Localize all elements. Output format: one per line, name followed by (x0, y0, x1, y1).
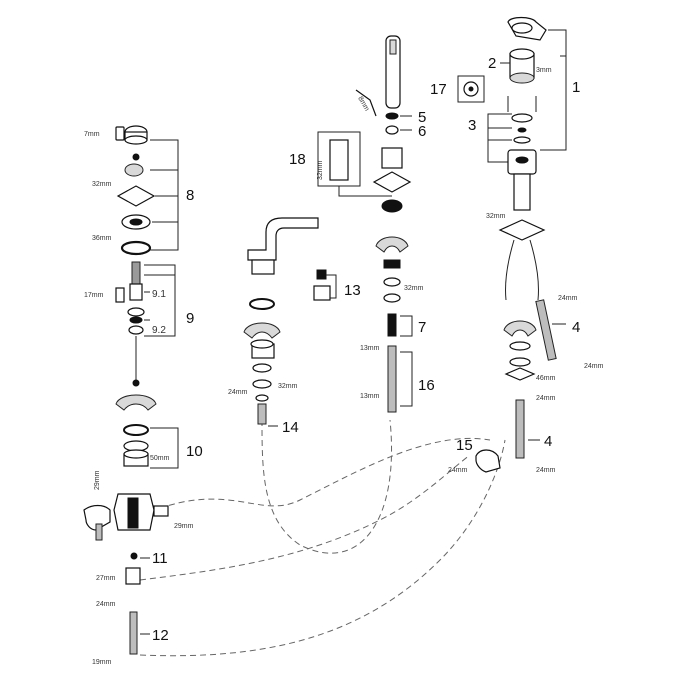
callout-4b: 4 (544, 433, 552, 450)
callout-9-1: 9.1 (152, 289, 166, 300)
tool-label: 32mm (404, 285, 424, 292)
callout-1: 1 (572, 79, 580, 96)
tool-label: 32mm (486, 213, 506, 220)
callout-3: 3 (468, 117, 476, 134)
tool-label: 24mm (558, 295, 578, 302)
tool-label: 24mm (448, 467, 468, 474)
tool-label: 13mm (360, 393, 380, 400)
callout-12: 12 (152, 627, 169, 644)
tool-label: 50mm (150, 455, 170, 462)
callout-9-2: 9.2 (152, 325, 166, 336)
callout-4a: 4 (572, 319, 580, 336)
tool-label: 24mm (536, 467, 556, 474)
tool-label: 29mm (174, 523, 194, 530)
tool-label: 27mm (96, 575, 116, 582)
spout-assembly: 13 24mm 32mm 14 (228, 217, 361, 436)
callout-14: 14 (282, 419, 299, 436)
callout-17: 17 (430, 81, 447, 98)
tool-label: 24mm (584, 363, 604, 370)
callout-16: 16 (418, 377, 435, 394)
tool-label: 13mm (360, 345, 380, 352)
callout-11: 11 (152, 550, 168, 567)
tool-label: 29mm (94, 470, 101, 490)
callout-2: 2 (488, 55, 496, 72)
tool-label: 19mm (92, 659, 112, 666)
tool-label: 32mm (92, 181, 112, 188)
callout-15: 15 (456, 437, 473, 454)
callout-9: 9 (186, 310, 194, 327)
hose-routes (139, 419, 506, 657)
callout-7: 7 (418, 319, 426, 336)
tool-label: 24mm (96, 601, 116, 608)
hand-shower-assembly: 8mm 5 6 32mm 18 32mm 7 13mm 13mm 16 (289, 35, 435, 413)
mixer-assembly: 2 3mm 1 17 3 32mm 24mm 4 24mm 46mm (430, 16, 604, 474)
tool-label: 24mm (536, 395, 556, 402)
callout-10: 10 (186, 443, 203, 460)
callout-5: 5 (418, 109, 426, 126)
callout-18: 18 (289, 151, 306, 168)
tool-label: 17mm (84, 292, 104, 299)
tool-label: 3mm (536, 67, 552, 74)
tool-label: 24mm (228, 389, 248, 396)
left-valve-assembly: 7mm 32mm 36mm 8 17mm 9.1 9.2 9 (83, 125, 203, 666)
tool-label: 36mm (92, 235, 112, 242)
tool-label: 46mm (536, 375, 556, 382)
callout-6: 6 (418, 123, 426, 140)
callout-13: 13 (344, 282, 361, 299)
tool-label: 32mm (317, 160, 324, 180)
tool-label: 7mm (84, 131, 100, 138)
callout-8: 8 (186, 187, 194, 204)
tool-label: 32mm (278, 383, 298, 390)
